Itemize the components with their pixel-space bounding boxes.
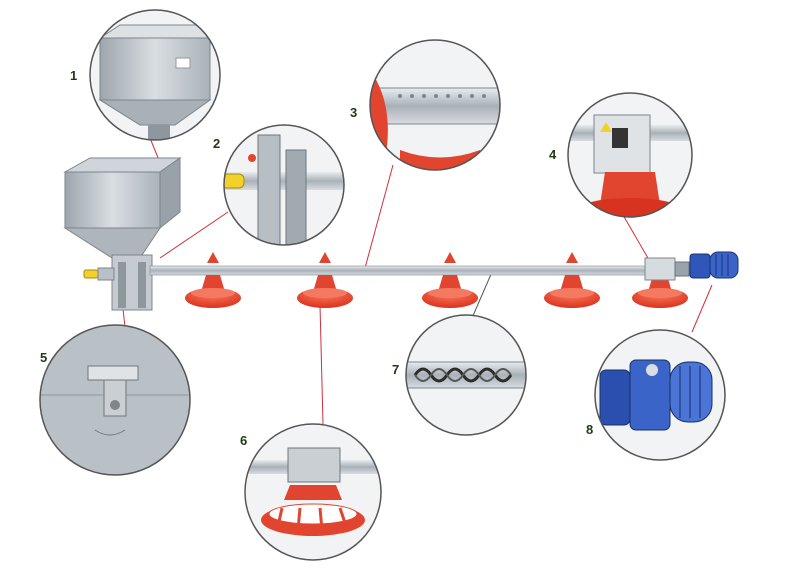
leader-3 — [364, 164, 394, 269]
feeder-pan — [422, 252, 478, 308]
end-cap — [83, 269, 99, 279]
feeder-pan — [185, 252, 241, 308]
leader-8 — [691, 284, 713, 333]
control-box-closeup-icon — [567, 92, 693, 218]
control-box — [644, 257, 676, 281]
feeder-pan-closeup-icon — [244, 423, 382, 561]
auger-spiral-closeup-icon — [405, 314, 527, 436]
hopper-latch-closeup-icon — [39, 324, 191, 476]
motor-closeup-icon — [594, 329, 726, 461]
leader-6 — [319, 304, 324, 425]
motor — [689, 251, 739, 279]
feeder-pan — [544, 252, 600, 308]
callout-number-2: 2 — [213, 136, 221, 151]
callout-number-1: 1 — [70, 68, 78, 83]
callout-number-4: 4 — [549, 147, 557, 162]
leader-lines — [121, 137, 713, 425]
callout-number-6: 6 — [240, 433, 248, 448]
feed-tube-closeup-icon — [369, 39, 501, 171]
leader-4 — [622, 214, 653, 266]
leader-7 — [471, 271, 493, 319]
hopper — [63, 157, 182, 311]
feeder-pan — [297, 252, 353, 308]
feeder-pans — [185, 252, 688, 308]
callout-number-5: 5 — [40, 350, 48, 365]
hopper-closeup-icon — [89, 9, 221, 141]
callout-number-7: 7 — [392, 362, 400, 377]
callout-number-8: 8 — [586, 422, 594, 437]
inlet-bracket-closeup-icon — [223, 124, 345, 246]
leader-2 — [159, 211, 229, 259]
feed-pipe — [149, 265, 646, 276]
main-assembly — [63, 157, 739, 311]
callout-number-3: 3 — [350, 105, 358, 120]
